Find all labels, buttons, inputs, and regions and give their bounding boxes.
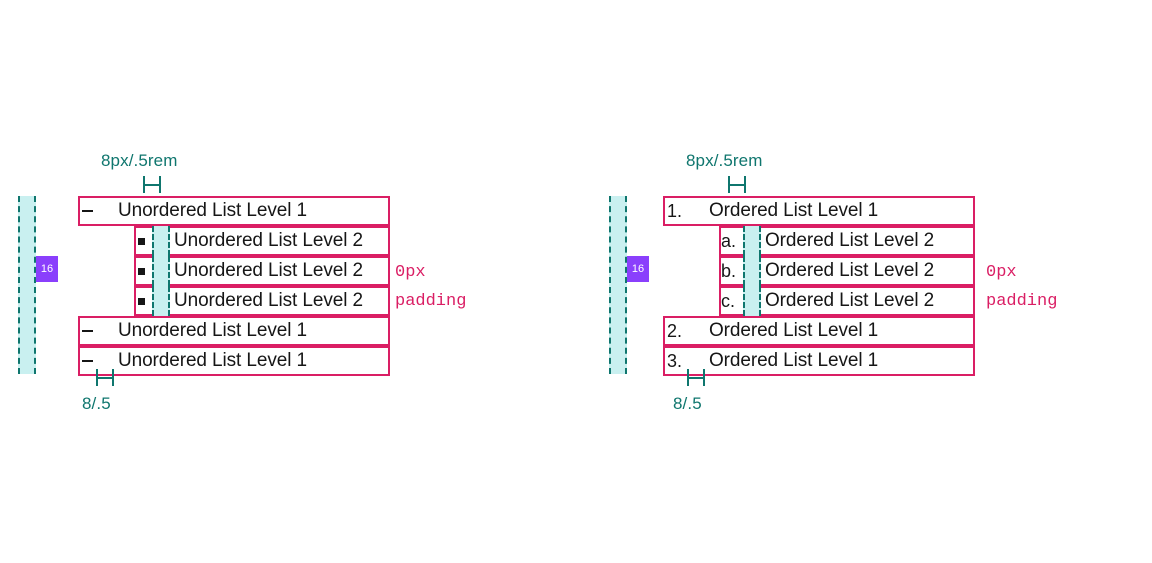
list-item-label: Ordered List Level 2 — [765, 260, 935, 281]
list-row[interactable]: 3. Ordered List Level 1 — [663, 346, 975, 376]
list-marker-letter: a. — [721, 230, 737, 251]
padding-annotation-line1: 0px — [986, 263, 1017, 282]
list-marker-letter: b. — [721, 260, 737, 281]
row-outline — [719, 286, 975, 316]
list-item-label: Unordered List Level 1 — [118, 200, 307, 221]
top-spacing-label: 8px/.5rem — [101, 151, 178, 170]
bottom-measure-marker-icon — [96, 369, 114, 386]
list-marker-square-icon — [138, 226, 152, 256]
list-row[interactable]: a. Ordered List Level 2 — [663, 226, 975, 256]
list-row[interactable]: b. Ordered List Level 2 — [663, 256, 975, 286]
bottom-spacing-label: 8/.5 — [673, 394, 702, 413]
list-item-label: Ordered List Level 2 — [765, 290, 935, 311]
top-measure-marker-icon — [143, 176, 161, 193]
list-marker-square-icon — [138, 286, 152, 316]
row-outline — [134, 286, 390, 316]
row-outline — [719, 256, 975, 286]
row-outline — [78, 196, 390, 226]
list-item-label: Unordered List Level 2 — [174, 230, 363, 251]
level2-spacing-band — [152, 256, 170, 286]
ordered-list-rows: 1. Ordered List Level 1 a. Ordered List … — [663, 196, 975, 376]
level2-spacing-band — [152, 226, 170, 256]
list-item-label: Ordered List Level 1 — [709, 350, 879, 371]
top-measure-marker-icon — [728, 176, 746, 193]
list-row[interactable]: Unordered List Level 2 — [78, 226, 390, 256]
row-outline — [719, 226, 975, 256]
list-row[interactable]: Unordered List Level 1 — [78, 196, 390, 226]
row-outline — [663, 196, 975, 226]
row-outline — [134, 226, 390, 256]
padding-annotation: 0px padding — [395, 258, 466, 316]
level2-spacing-band — [743, 286, 761, 316]
bottom-measure-marker-icon — [687, 369, 705, 386]
list-marker-letter: c. — [721, 290, 736, 311]
unordered-list-rows: Unordered List Level 1 Unordered List Le… — [78, 196, 390, 376]
top-spacing-label: 8px/.5rem — [686, 151, 763, 170]
indent-size-badge: 16 — [627, 256, 649, 282]
list-row[interactable]: c. Ordered List Level 2 — [663, 286, 975, 316]
list-row[interactable]: 2. Ordered List Level 1 — [663, 316, 975, 346]
level2-spacing-band — [743, 226, 761, 256]
padding-annotation: 0px padding — [986, 258, 1057, 316]
level2-spacing-band — [152, 286, 170, 316]
row-outline — [78, 316, 390, 346]
list-row[interactable]: Unordered List Level 2 — [78, 256, 390, 286]
list-item-label: Ordered List Level 2 — [765, 230, 935, 251]
indent-size-badge: 16 — [36, 256, 58, 282]
list-marker-dash-icon — [82, 346, 96, 376]
list-item-label: Ordered List Level 1 — [709, 320, 879, 341]
list-marker-number: 1. — [667, 200, 683, 221]
list-item-label: Unordered List Level 1 — [118, 320, 307, 341]
list-marker-number: 2. — [667, 320, 683, 341]
row-outline — [78, 346, 390, 376]
row-outline — [663, 346, 975, 376]
bottom-spacing-label: 8/.5 — [82, 394, 111, 413]
list-item-label: Ordered List Level 1 — [709, 200, 879, 221]
list-marker-dash-icon — [82, 196, 96, 226]
list-row[interactable]: Unordered List Level 1 — [78, 346, 390, 376]
list-row[interactable]: 1. Ordered List Level 1 — [663, 196, 975, 226]
list-row[interactable]: Unordered List Level 1 — [78, 316, 390, 346]
ordered-list-spec-diagram: 8px/.5rem 1. Ordered List Level 1 a. Ord… — [585, 0, 1085, 563]
list-item-label: Unordered List Level 2 — [174, 290, 363, 311]
padding-annotation-line2: padding — [986, 292, 1058, 311]
level2-spacing-band — [743, 256, 761, 286]
padding-annotation-line1: 0px — [395, 263, 426, 282]
row-outline — [134, 256, 390, 286]
list-row[interactable]: Unordered List Level 2 — [78, 286, 390, 316]
unordered-list-spec-diagram: 8px/.5rem Unordered List Level 1 Unorder… — [0, 0, 500, 563]
list-marker-square-icon — [138, 256, 152, 286]
list-marker-number: 3. — [667, 350, 683, 371]
level1-spacing-band — [609, 196, 627, 374]
list-item-label: Unordered List Level 1 — [118, 350, 307, 371]
list-marker-dash-icon — [82, 316, 96, 346]
row-outline — [663, 316, 975, 346]
list-item-label: Unordered List Level 2 — [174, 260, 363, 281]
level1-spacing-band — [18, 196, 36, 374]
padding-annotation-line2: padding — [395, 292, 467, 311]
